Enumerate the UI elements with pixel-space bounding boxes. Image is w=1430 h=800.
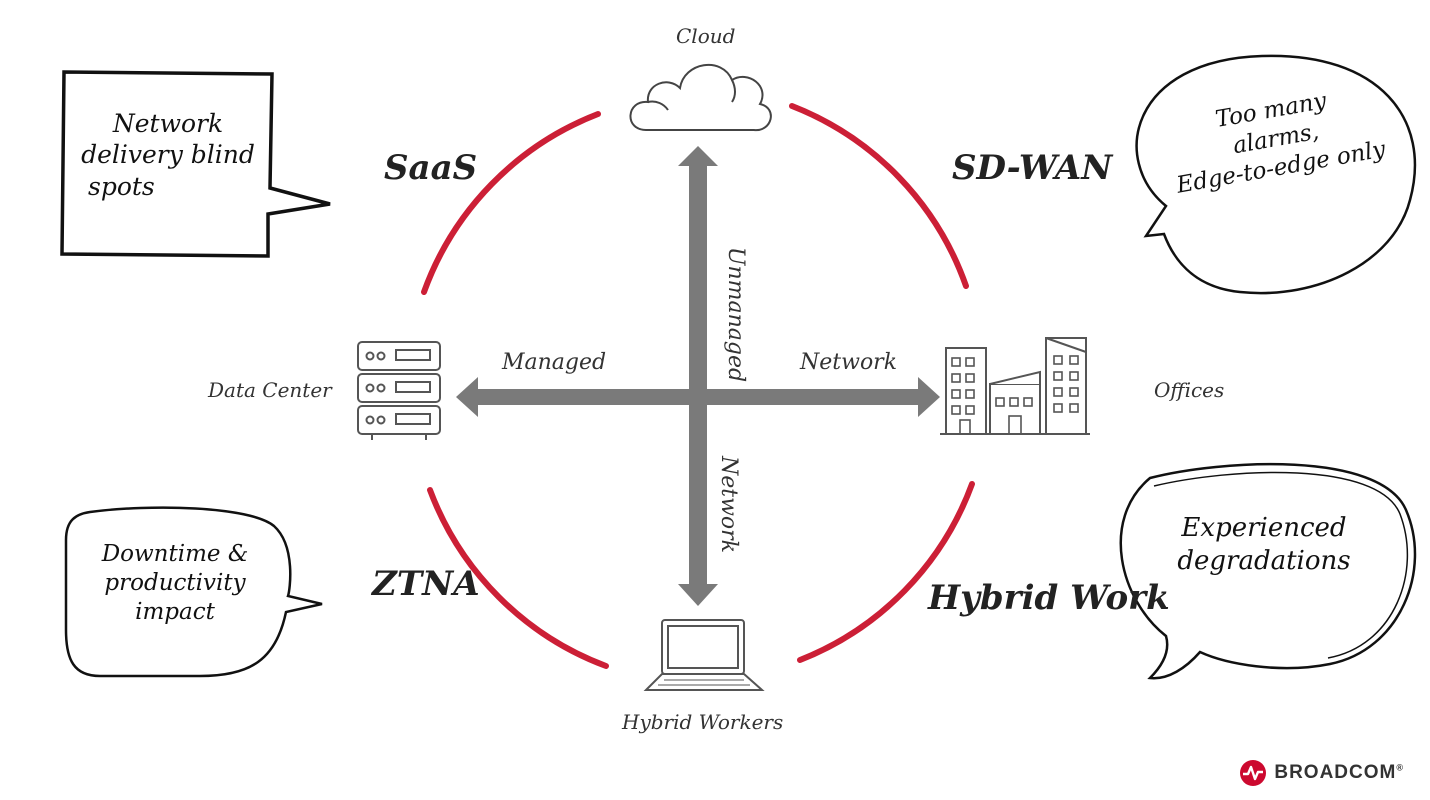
broadcom-logo-mark bbox=[1240, 760, 1267, 786]
arc-bottom-right bbox=[797, 481, 975, 663]
buildings-icon bbox=[940, 337, 1090, 435]
arc-top-left bbox=[421, 111, 601, 295]
bubble-bottom-right bbox=[1119, 462, 1417, 680]
bubble-text-blind-spots: Network delivery blind spots bbox=[81, 109, 255, 201]
bubble-shapes bbox=[60, 54, 1417, 680]
quadrant-label-saas: SaaS bbox=[384, 148, 478, 188]
arrow-right-head bbox=[918, 377, 940, 417]
axis-label-network-right: Network bbox=[800, 350, 898, 375]
cloud-icon bbox=[629, 63, 772, 132]
arrow-down-head bbox=[678, 584, 718, 606]
bubble-text-downtime: Downtime & productivity impact bbox=[101, 541, 249, 625]
quadrant-arcs bbox=[421, 103, 975, 669]
bubble-text-degradations: Experienced degradations bbox=[1177, 513, 1351, 576]
pulse-icon bbox=[1243, 765, 1264, 781]
data-center-label: Data Center bbox=[208, 378, 332, 402]
arrow-up-head bbox=[678, 146, 718, 166]
bubble-bottom-left bbox=[64, 506, 323, 678]
bubble-top-right bbox=[1135, 54, 1417, 295]
arc-bottom-left bbox=[427, 487, 609, 669]
quadrant-label-hybrid-work: Hybrid Work bbox=[928, 578, 1170, 618]
axis-label-unmanaged: Unmanaged bbox=[723, 246, 749, 383]
bubble-top-left bbox=[60, 70, 331, 258]
axis-label-network-down: Network bbox=[716, 455, 742, 554]
arrow-left-head bbox=[456, 377, 478, 417]
broadcom-logo: BROADCOM® bbox=[1240, 760, 1404, 786]
laptop-icon bbox=[643, 619, 765, 691]
axis-label-managed: Managed bbox=[502, 350, 607, 375]
hybrid-workers-label: Hybrid Workers bbox=[622, 710, 784, 734]
offices-label: Offices bbox=[1154, 378, 1225, 402]
quadrant-label-ztna: ZTNA bbox=[372, 564, 480, 604]
axis-arrows bbox=[456, 146, 940, 606]
broadcom-wordmark: BROADCOM® bbox=[1274, 762, 1404, 783]
quadrant-label-sd-wan: SD-WAN bbox=[952, 148, 1113, 188]
arc-top-right bbox=[789, 103, 969, 289]
cloud-label: Cloud bbox=[676, 24, 736, 48]
server-icon bbox=[357, 341, 441, 440]
